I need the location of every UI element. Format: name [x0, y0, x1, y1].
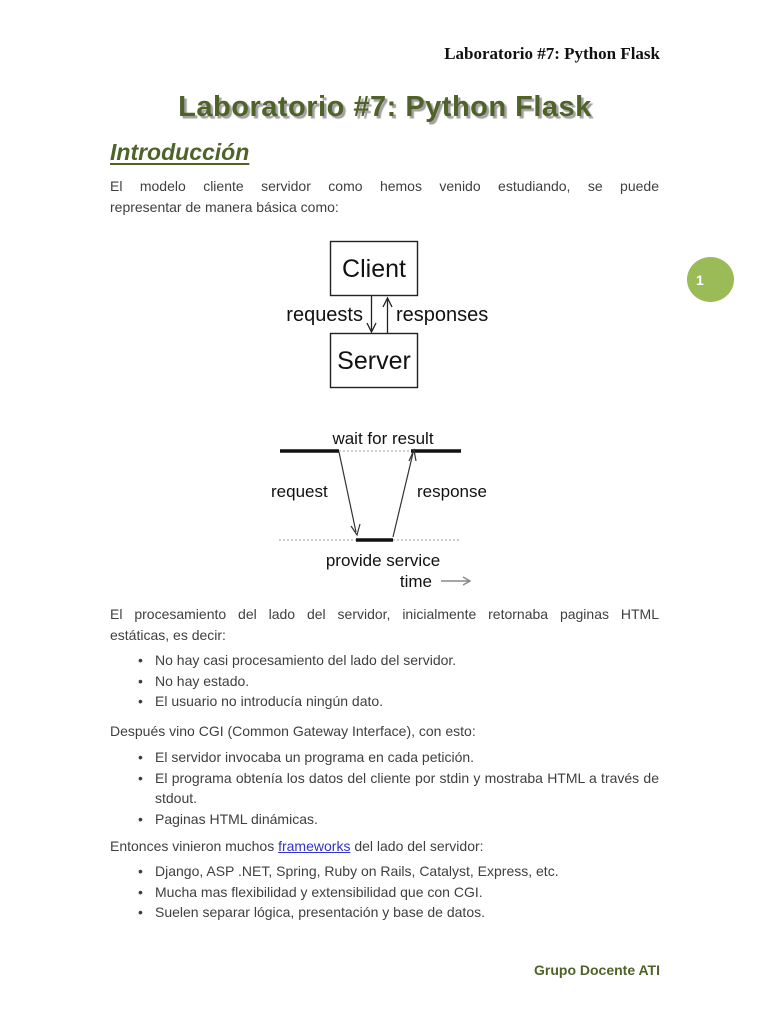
- wait-for-result-label: wait for result: [331, 429, 433, 448]
- request-arrow: [338, 451, 357, 533]
- list-item: El servidor invocaba un programa en cada…: [110, 747, 659, 768]
- list-item: No hay estado.: [110, 671, 659, 692]
- intro-paragraph-line1: El modelo cliente servidor como hemos ve…: [110, 178, 659, 194]
- response-arrow: [392, 452, 414, 538]
- request-arrowhead-icon: [350, 523, 361, 537]
- footer-text: Grupo Docente ATI: [534, 962, 660, 978]
- list-item: El programa obtenía los datos del client…: [110, 768, 659, 809]
- provide-service-label: provide service: [326, 551, 440, 570]
- static-pages-line1: El procesamiento del lado del servidor, …: [110, 606, 659, 622]
- running-header: Laboratorio #7: Python Flask: [444, 44, 660, 63]
- page-title: Laboratorio #7: Python Flask: [178, 91, 592, 123]
- frameworks-paragraph: Entonces vinieron muchos frameworks del …: [110, 836, 659, 857]
- client-box-label: Client: [342, 255, 406, 283]
- requests-arrowhead-icon: [366, 322, 377, 334]
- static-pages-line2: estáticas, es decir:: [110, 627, 226, 643]
- request-label: request: [271, 482, 328, 501]
- response-arrowhead-icon: [408, 448, 417, 462]
- client-server-diagram: Client requests responses Server: [275, 240, 505, 398]
- static-pages-paragraph: El procesamiento del lado del servidor, …: [110, 604, 659, 646]
- list-item: Paginas HTML dinámicas.: [110, 809, 659, 830]
- frameworks-text-after: del lado del servidor:: [350, 838, 484, 854]
- response-label: response: [417, 482, 487, 501]
- cgi-paragraph: Después vino CGI (Common Gateway Interfa…: [110, 723, 476, 739]
- server-box-label: Server: [337, 347, 411, 375]
- page-number-badge: 1: [687, 257, 734, 302]
- frameworks-list: Django, ASP .NET, Spring, Ruby on Rails,…: [110, 861, 659, 923]
- section-heading-introduccion: Introducción: [110, 139, 250, 165]
- time-arrowhead-icon: [462, 576, 472, 586]
- list-item: Suelen separar lógica, presentación y ba…: [110, 902, 659, 923]
- client-box: [329, 240, 419, 297]
- intro-paragraph: El modelo cliente servidor como hemos ve…: [110, 176, 659, 218]
- time-label: time: [400, 572, 432, 591]
- responses-arrowhead-icon: [382, 296, 393, 308]
- list-item: Mucha mas flexibilidad y extensibilidad …: [110, 882, 659, 903]
- cgi-list: El servidor invocaba un programa en cada…: [110, 747, 659, 829]
- list-item: No hay casi procesamiento del lado del s…: [110, 650, 659, 671]
- responses-label: responses: [396, 304, 488, 326]
- request-timeline-diagram: wait for result request response provide…: [265, 413, 505, 598]
- list-item: Django, ASP .NET, Spring, Ruby on Rails,…: [110, 861, 659, 882]
- intro-paragraph-line2: representar de manera básica como:: [110, 199, 339, 215]
- server-box: [329, 332, 419, 389]
- list-item: El usuario no introducía ningún dato.: [110, 691, 659, 712]
- requests-label: requests: [286, 304, 363, 326]
- request-timeline-diagram-svg: wait for result request response provide…: [271, 429, 487, 591]
- frameworks-text-before: Entonces vinieron muchos: [110, 838, 279, 854]
- static-pages-list: No hay casi procesamiento del lado del s…: [110, 650, 659, 712]
- page-number: 1: [696, 271, 704, 288]
- client-server-diagram-svg: Client requests responses Server: [286, 240, 488, 389]
- frameworks-link[interactable]: frameworks: [278, 838, 351, 854]
